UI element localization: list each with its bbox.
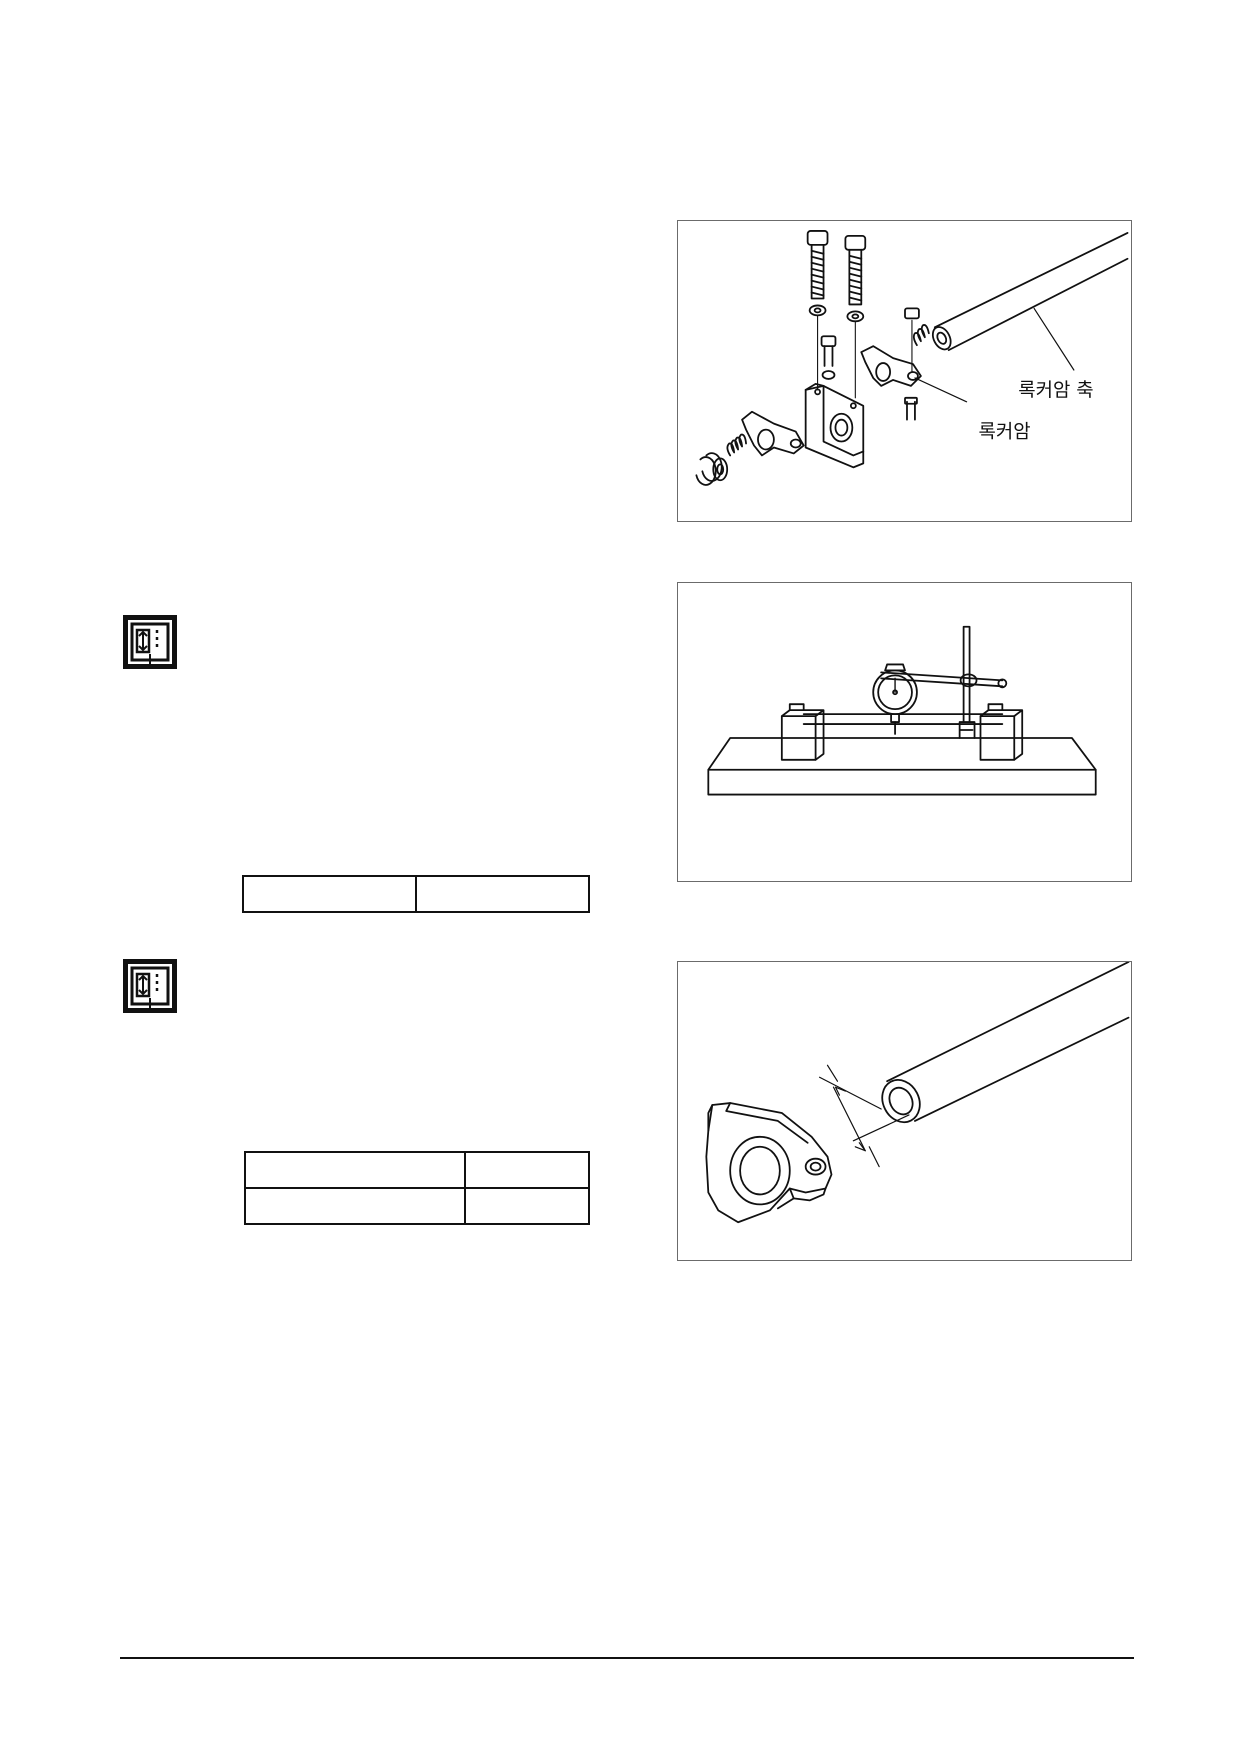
spec-table-1: [242, 875, 590, 913]
measurement-spec-icon: [122, 614, 178, 670]
table-row: [243, 1187, 590, 1225]
table-cell: [243, 1187, 467, 1225]
measurement-spec-icon: [122, 958, 178, 1014]
footer-rule: [120, 1657, 1134, 1659]
table-cell: [415, 875, 590, 913]
table-cell: [242, 875, 417, 913]
table-row: [243, 1151, 590, 1189]
shaft-diameter-figure: [677, 961, 1132, 1261]
rocker-arm-exploded-diagram: 록커암 축 록커암: [695, 230, 1129, 486]
rocker-arm-shaft-label: 록커암 축: [1018, 379, 1093, 401]
dial-gauge-figure: [677, 582, 1132, 882]
exploded-view-figure: 록커암 축 록커암: [677, 220, 1132, 522]
rocker-arm-shaft-diameter-diagram: [705, 962, 1130, 1224]
table-cell: [243, 1151, 467, 1189]
shaft-runout-measurement-diagram: [707, 625, 1097, 796]
table-cell: [464, 1187, 590, 1225]
table-cell: [464, 1151, 590, 1189]
table-row: [242, 875, 590, 913]
spec-table-2: [243, 1151, 590, 1225]
rocker-arm-label: 록커암: [979, 421, 1031, 443]
